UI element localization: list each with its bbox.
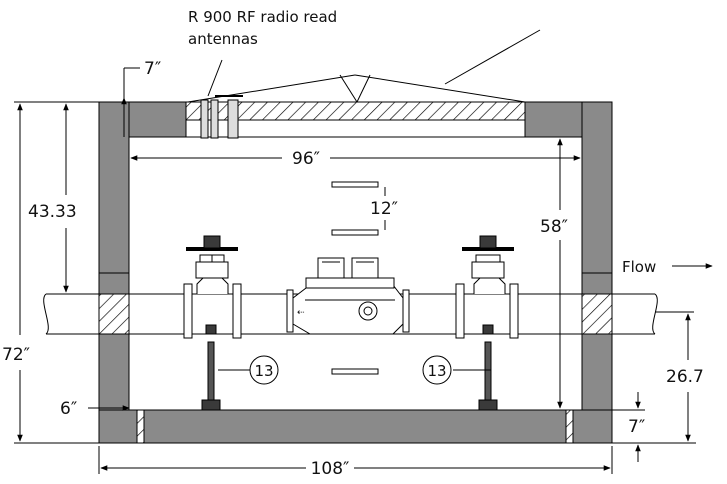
- dim-43-33: 43.33: [28, 202, 77, 222]
- dim-top-slab: 7″: [144, 59, 161, 79]
- dim-7-bottom: 7″: [628, 417, 645, 437]
- callout-circle-right: [422, 355, 452, 385]
- flow-label: Flow: [622, 258, 656, 276]
- dim-108: 108″: [311, 459, 350, 479]
- spacing-marks: [331, 181, 386, 375]
- left-gate-valve: [186, 235, 238, 294]
- callout-circle-left: [249, 355, 279, 385]
- flanges: [183, 283, 519, 339]
- right-wall-sleeve: [581, 293, 613, 335]
- access-lid: [185, 29, 541, 138]
- dim-12: 12″: [370, 199, 398, 219]
- dim-58: 58″: [540, 217, 568, 237]
- left-wall-sleeve: [98, 293, 130, 335]
- antenna-label-line2: antennas: [188, 30, 258, 48]
- svg-text:⇠: ⇠: [297, 308, 305, 318]
- dimension-lines: [14, 67, 713, 474]
- dim-26-7: 26.7: [666, 367, 704, 387]
- antenna-label-line1: R 900 RF radio read: [188, 8, 337, 26]
- dim-6: 6″: [60, 399, 77, 419]
- right-gate-valve: [462, 235, 514, 294]
- pipe-supports: 13 13: [201, 324, 498, 411]
- support-callout-left: 13: [254, 362, 273, 380]
- dim-interior-width: 96″: [292, 149, 320, 169]
- dim-72: 72″: [2, 345, 30, 365]
- support-callout-right: 13: [427, 362, 446, 380]
- water-meter: ⇠: [292, 257, 404, 335]
- antenna-group: [200, 59, 243, 139]
